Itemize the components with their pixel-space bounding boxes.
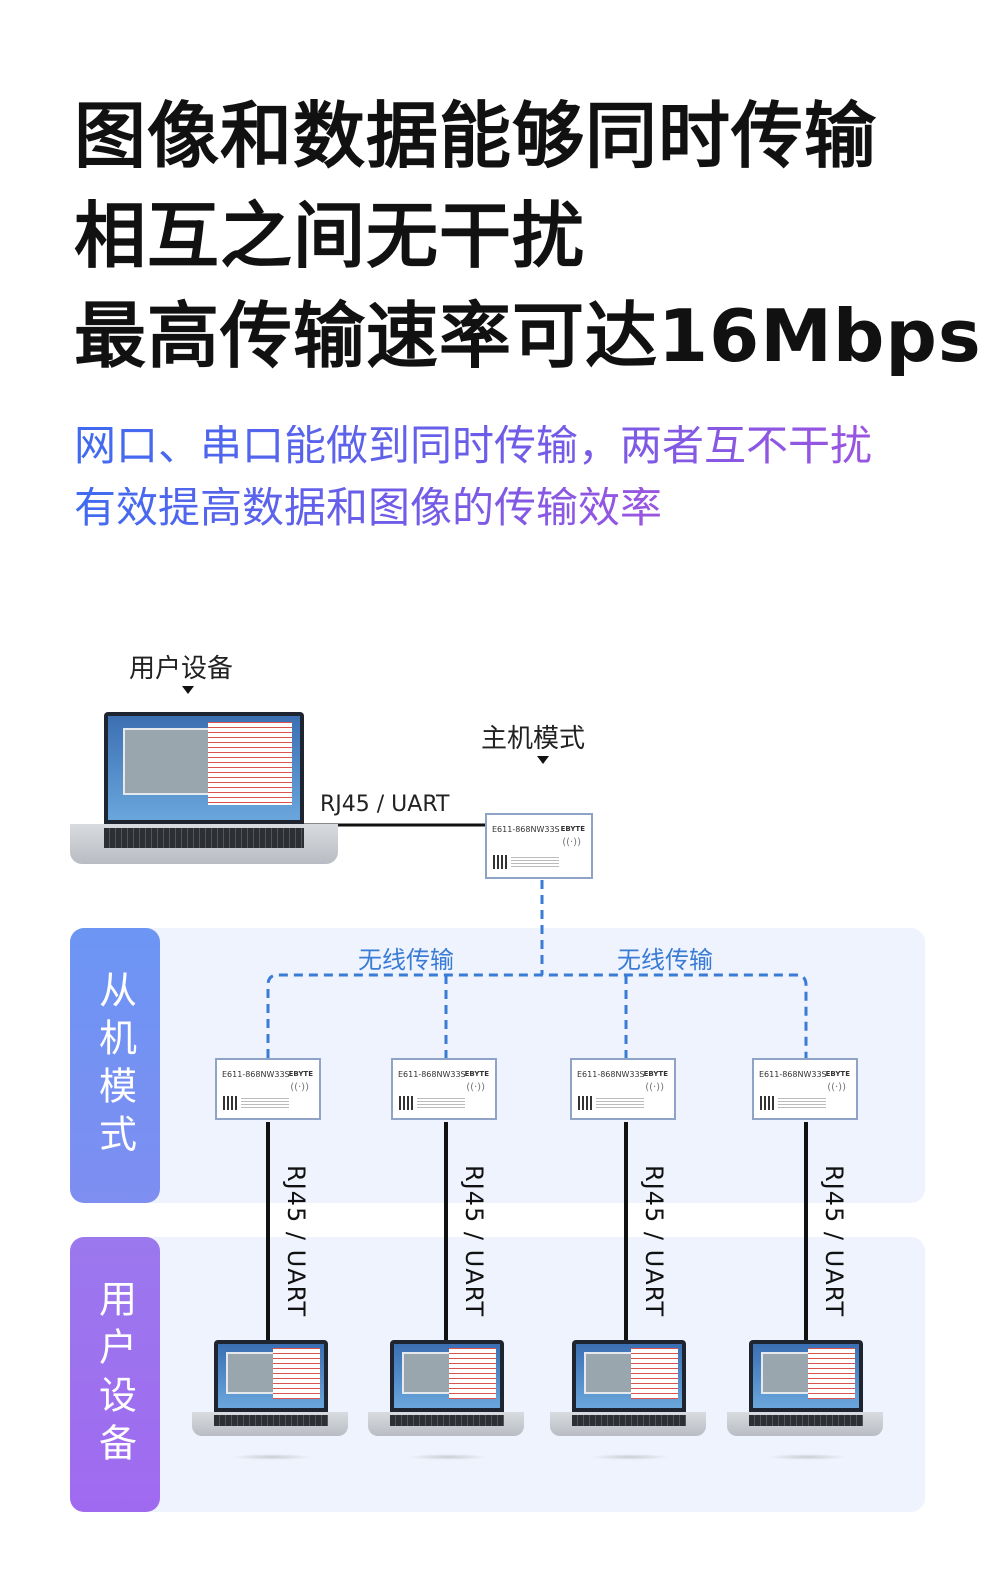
qr-code-icon (223, 1096, 237, 1110)
slave-module-2: E611-868NW33S EBYTE ((·)) (391, 1058, 497, 1120)
module-brand: EBYTE (464, 1070, 489, 1078)
slave-link-label-2: RJ45 / UART (460, 1165, 488, 1318)
qr-code-icon (399, 1096, 413, 1110)
module-name: E611-868NW33S (759, 1070, 827, 1079)
slave-module-3: E611-868NW33S EBYTE ((·)) (570, 1058, 676, 1120)
caret-down-icon (182, 686, 194, 694)
antenna-icon: ((·)) (827, 1082, 846, 1093)
module-name: E611-868NW33S (577, 1070, 645, 1079)
user-device-label: 用户设备 (129, 654, 234, 684)
slave-module-1: E611-868NW33S EBYTE ((·)) (215, 1058, 321, 1120)
caret-down-icon (537, 756, 549, 764)
qr-code-icon (760, 1096, 774, 1110)
antenna-icon: ((·)) (290, 1082, 309, 1093)
qr-code-icon (493, 855, 507, 869)
antenna-icon: ((·)) (466, 1082, 485, 1093)
slave-mode-label: 从机模式 (92, 969, 137, 1162)
user-device-band: 用户设备 (70, 1237, 160, 1512)
subtitle-line-2: 有效提高数据和图像的传输效率 (74, 483, 663, 532)
subtitle-line-1: 网口、串口能做到同时传输，两者互不干扰 (74, 421, 873, 470)
module-name: E611-868NW33S (492, 825, 560, 834)
antenna-icon: ((·)) (562, 837, 581, 848)
antenna-icon: ((·)) (645, 1082, 664, 1093)
module-name: E611-868NW33S (398, 1070, 466, 1079)
wireless-label-right: 无线传输 (617, 946, 713, 974)
module-brand: EBYTE (643, 1070, 668, 1078)
module-brand: EBYTE (560, 825, 585, 833)
module-name: E611-868NW33S (222, 1070, 290, 1079)
host-mode-label: 主机模式 (481, 724, 586, 754)
host-link-label: RJ45 / UART (320, 792, 450, 817)
slave-link-label-3: RJ45 / UART (640, 1165, 668, 1318)
qr-code-icon (578, 1096, 592, 1110)
slave-link-label-4: RJ45 / UART (820, 1165, 848, 1318)
headline-line-3: 最高传输速率可达16Mbps (74, 294, 982, 378)
headline-line-2: 相互之间无干扰 (74, 194, 586, 278)
slave-mode-band: 从机模式 (70, 928, 160, 1203)
slave-module-4: E611-868NW33S EBYTE ((·)) (752, 1058, 858, 1120)
headline-line-1: 图像和数据能够同时传输 (74, 94, 878, 178)
host-module: E611-868NW33S EBYTE ((·)) (485, 813, 593, 879)
module-brand: EBYTE (825, 1070, 850, 1078)
user-device-band-label: 用户设备 (92, 1278, 137, 1471)
slave-link-label-1: RJ45 / UART (282, 1165, 310, 1318)
module-brand: EBYTE (288, 1070, 313, 1078)
wireless-label-left: 无线传输 (358, 946, 454, 974)
